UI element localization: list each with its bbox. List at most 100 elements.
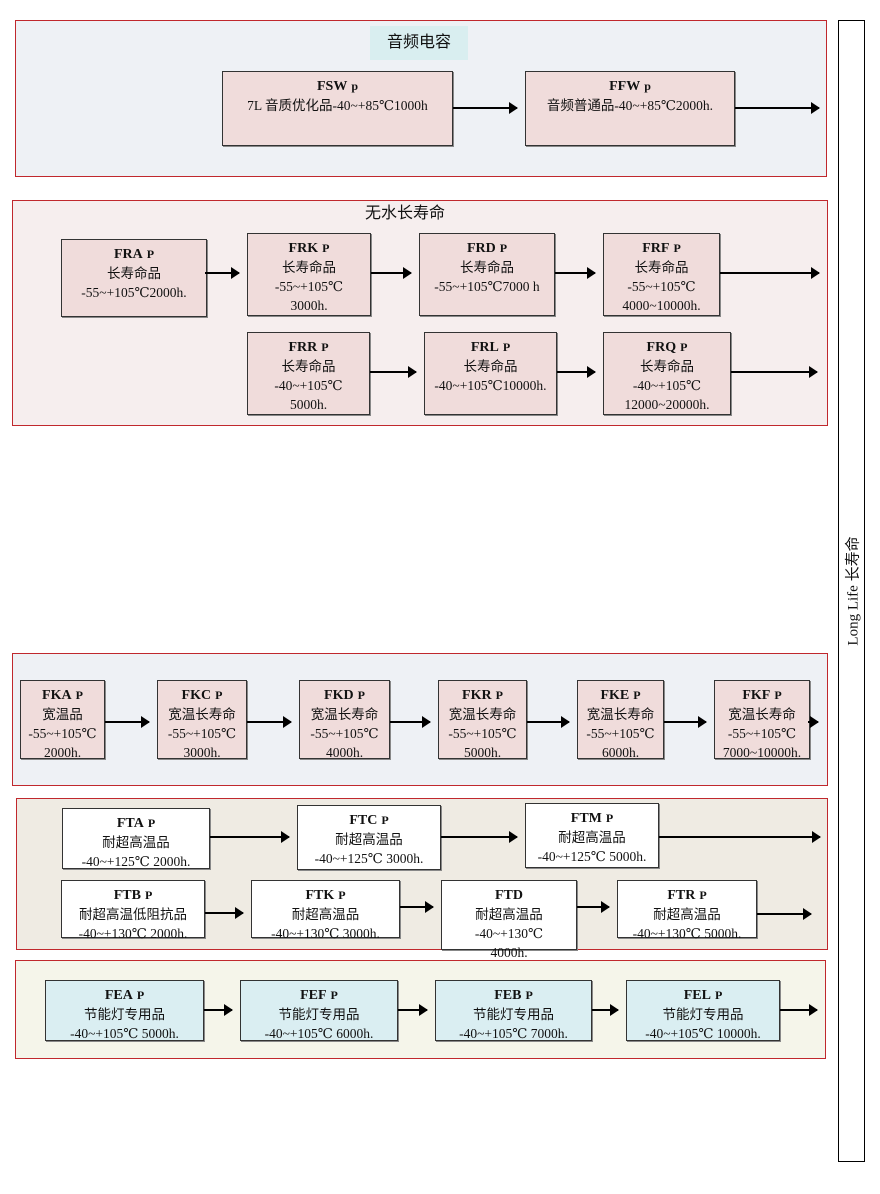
- product-spec-line: 长寿命品: [640, 359, 694, 374]
- product-spec-line: -40~+105℃10000h.: [434, 378, 547, 393]
- product-spec-line: 4000h.: [490, 945, 528, 960]
- product-spec-line: -40~+105℃ 10000h.: [645, 1026, 761, 1041]
- product-suffix: P: [714, 988, 723, 1002]
- product-spec-line: -40~+130℃ 3000h.: [271, 926, 380, 941]
- product-spec-line: 长寿命品: [107, 266, 161, 281]
- product-spec-line: -55~+105℃: [627, 279, 696, 294]
- product-suffix: P: [338, 888, 346, 902]
- product-spec-line: -40~+105℃: [274, 378, 343, 393]
- product-code: FTA: [116, 816, 144, 831]
- product-spec-line: 耐超高温品: [102, 835, 170, 850]
- product-spec-line: 耐超高温品: [558, 830, 626, 845]
- product-spec-line: -55~+105℃: [167, 726, 237, 741]
- product-spec-line: -40~+125℃ 3000h.: [314, 851, 424, 866]
- product-spec-line: 节能灯专用品: [473, 1007, 554, 1022]
- product-suffix: P: [147, 816, 156, 830]
- product-spec-line: 7L 音质优化品-40~+85℃1000h: [247, 98, 428, 113]
- arrow-right-icon: [735, 102, 820, 114]
- product-code: FEF: [300, 988, 327, 1003]
- product-suffix: P: [215, 688, 223, 702]
- arrow-right-icon: [205, 267, 240, 279]
- product-spec-line: 宽温长寿命: [168, 707, 236, 722]
- product-spec-line: 长寿命品: [281, 359, 336, 374]
- product-code: FTD: [495, 888, 523, 903]
- product-suffix: P: [146, 247, 155, 261]
- product-suffix: P: [605, 811, 614, 825]
- product-spec-line: 5000h.: [289, 397, 328, 412]
- product-code: FKE: [600, 688, 630, 703]
- product-code: FRK: [288, 241, 319, 256]
- product-suffix: P: [502, 340, 511, 354]
- product-spec-line: 宽温品: [42, 707, 83, 722]
- product-spec-line: 宽温长寿命: [728, 707, 796, 722]
- product-code: FTC: [349, 813, 378, 828]
- product-suffix: P: [136, 988, 145, 1002]
- product-spec-line: -55~+105℃: [727, 726, 797, 741]
- section-title: 无水长寿命: [364, 205, 445, 222]
- arrow-right-icon: [204, 1004, 233, 1016]
- arrow-right-icon: [105, 716, 150, 728]
- product-suffix: P: [495, 688, 503, 702]
- arrow-right-icon: [247, 716, 292, 728]
- product-code: FTM: [570, 811, 602, 826]
- product-spec-line: -55~+105℃7000 h: [434, 279, 540, 294]
- arrow-right-icon: [441, 831, 518, 843]
- product-spec-line: 耐超高温品: [475, 907, 543, 922]
- product-suffix: P: [525, 988, 533, 1002]
- product-code: FRF: [642, 241, 670, 256]
- product-spec-line: 宽温长寿命: [448, 707, 517, 722]
- arrow-right-icon: [527, 716, 570, 728]
- product-suffix: P: [144, 888, 153, 902]
- product-suffix: p: [351, 79, 359, 93]
- product-suffix: P: [633, 688, 641, 702]
- arrow-right-icon: [720, 267, 820, 279]
- arrow-right-icon: [205, 907, 244, 919]
- product-spec-line: -40~+105℃ 6000h.: [264, 1026, 374, 1041]
- arrow-right-icon: [390, 716, 431, 728]
- product-spec-line: 耐超高温品: [291, 907, 360, 922]
- product-box-ftd[interactable]: FTD 耐超高温品 -40~+130℃ 4000h.: [441, 880, 577, 960]
- product-suffix: P: [330, 988, 338, 1002]
- section-title: 音频电容: [370, 26, 468, 60]
- product-suffix: P: [774, 688, 782, 702]
- product-spec-line: -40~+130℃: [474, 926, 544, 941]
